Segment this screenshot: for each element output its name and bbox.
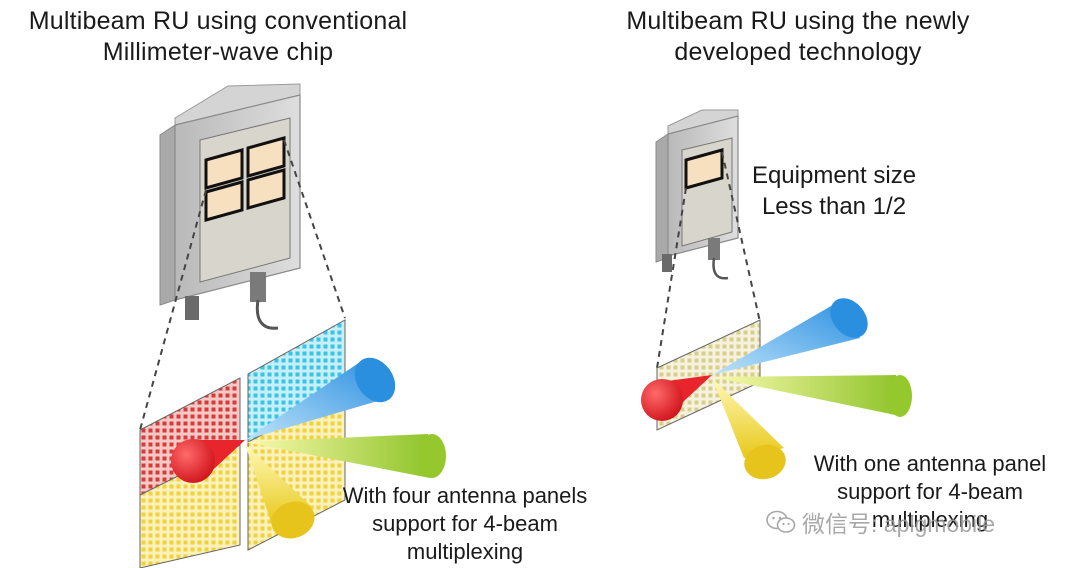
- left-caption-line-2: support for 4-beam: [372, 511, 558, 536]
- left-caption-line-1: With four antenna panels: [342, 483, 588, 508]
- right-title: Multibeam RU using the newly developed t…: [598, 6, 998, 68]
- watermark: 微信号: aplgmobile: [766, 505, 995, 539]
- left-caption-line-3: multiplexing: [406, 539, 524, 564]
- right-caption-line-2: support for 4-beam: [837, 479, 1023, 504]
- left-projection-lines: [139, 139, 346, 431]
- left-caption: With four antenna panels support for 4-b…: [310, 482, 620, 566]
- right-title-line-2: developed technology: [674, 38, 922, 66]
- new-ru-device: [655, 109, 739, 280]
- right-caption-line-3: multiplexing: [871, 507, 989, 532]
- wechat-icon: [766, 510, 796, 533]
- equipment-size-label: Equipment size Less than 1/2: [734, 160, 934, 222]
- left-title-line-2: Millimeter-wave chip: [102, 38, 334, 66]
- right-beams: [641, 298, 912, 480]
- right-caption-line-1: With one antenna panel: [813, 451, 1047, 476]
- left-title: Multibeam RU using conventional Millimet…: [8, 6, 428, 68]
- right-projection-lines: [656, 151, 761, 369]
- left-title-line-1: Multibeam RU using conventional: [28, 7, 408, 35]
- right-title-line-1: Multibeam RU using the newly: [626, 7, 970, 35]
- left-beams: [171, 357, 446, 539]
- equipment-size-line-1: Equipment size: [751, 162, 917, 189]
- conventional-antenna-panels: [204, 136, 286, 222]
- new-antenna-panel: [684, 148, 724, 190]
- right-caption: With one antenna panel support for 4-bea…: [790, 450, 1070, 534]
- watermark-text: 微信号: aplgmobile: [802, 511, 996, 537]
- equipment-size-line-2: Less than 1/2: [761, 193, 907, 220]
